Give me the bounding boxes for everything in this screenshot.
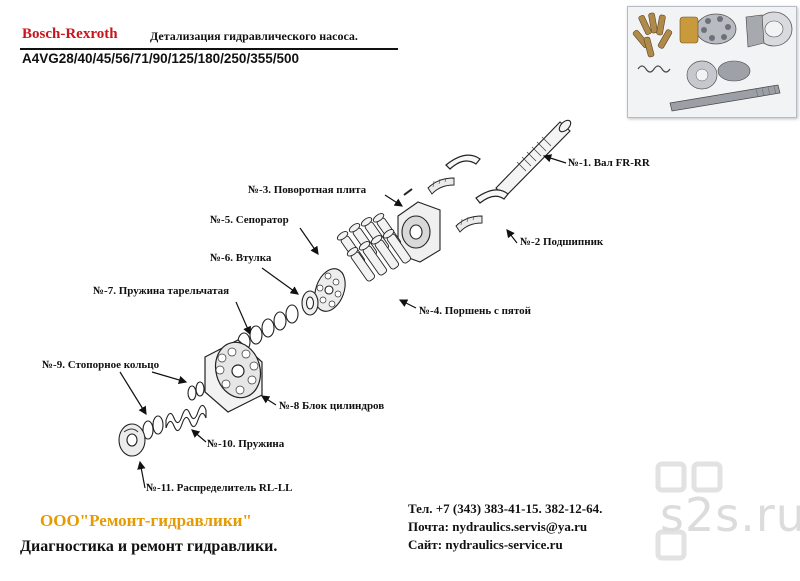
bushing-part bbox=[301, 290, 319, 316]
parts-photo bbox=[627, 6, 797, 118]
callout-bushing: №-6. Втулка bbox=[210, 252, 272, 264]
diagram-subtitle: Детализация гидравлического насоса. bbox=[150, 29, 358, 43]
watermark-logo bbox=[655, 461, 723, 561]
callout-bearing: №-2 Подшипник bbox=[520, 236, 604, 248]
callout-cylinder-block: №-8 Блок цилиндров bbox=[279, 400, 385, 412]
callout-separator: №-5. Сепоратор bbox=[210, 214, 289, 226]
callout-swash-plate: №-3. Поворотная плита bbox=[248, 184, 367, 196]
callout-retaining-ring: №-9. Стопорное кольцо bbox=[42, 359, 160, 371]
callout-spring: №-10. Пружина bbox=[207, 438, 285, 450]
header-divider bbox=[20, 48, 398, 50]
coil-spring-part bbox=[165, 404, 207, 432]
separator-part bbox=[314, 268, 346, 312]
valve-plate-part bbox=[118, 423, 146, 457]
callout-disc-spring: №-7. Пружина тарельчатая bbox=[93, 285, 230, 297]
bearing-shells bbox=[445, 154, 509, 204]
cylinder-block-part bbox=[204, 339, 263, 413]
swash-plate-part bbox=[397, 201, 441, 263]
contact-phone: Тел. +7 (343) 383-41-15. 382-12-64. bbox=[408, 501, 603, 516]
callout-piston: №-4. Поршень с пятой bbox=[419, 305, 531, 317]
pistons-part bbox=[336, 213, 411, 282]
contact-email: Почта: nydraulics.servis@ya.ru bbox=[408, 519, 588, 534]
company-tagline: Диагностика и ремонт гидравлики. bbox=[20, 538, 278, 555]
bearing-rollers bbox=[427, 177, 483, 233]
pump-models: A4VG28/40/45/56/71/90/125/180/250/355/50… bbox=[22, 51, 299, 66]
callout-shaft: №-1. Вал FR-RR bbox=[568, 157, 650, 169]
brand-title: Bosch-Rexroth bbox=[22, 26, 118, 42]
company-name: ООО"Ремонт-гидравлики" bbox=[40, 511, 252, 530]
callout-valve-plate: №-11. Распределитель RL-LL bbox=[146, 482, 293, 494]
contact-site: Сайт: nydraulics-service.ru bbox=[408, 537, 563, 552]
disc-springs-part bbox=[237, 304, 299, 352]
leader-arrows bbox=[119, 154, 567, 489]
retaining-rings-part bbox=[142, 415, 164, 440]
shaft-part bbox=[495, 119, 572, 198]
watermark-text: s2s.ru bbox=[660, 488, 800, 542]
